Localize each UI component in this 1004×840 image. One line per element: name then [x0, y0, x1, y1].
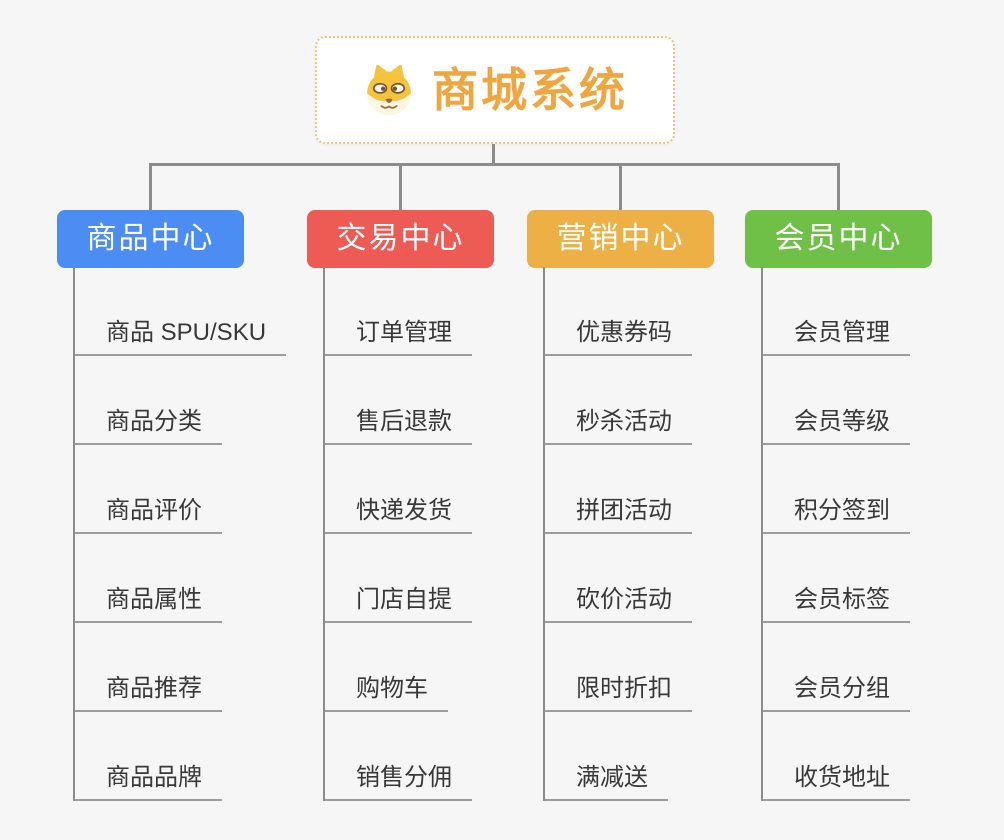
leaf-item[interactable]: 门店自提	[323, 534, 472, 623]
leaf-label: 快递发货	[323, 497, 472, 534]
root-node[interactable]: 商城系统	[315, 36, 675, 144]
leaf-item[interactable]: 商品 SPU/SKU	[73, 267, 287, 356]
leaf-label: 商品评价	[73, 497, 222, 534]
leaf-label: 售后退款	[323, 408, 472, 445]
leaf-item[interactable]: 砍价活动	[543, 534, 692, 623]
leaf-item[interactable]: 会员等级	[761, 356, 910, 445]
leaf-label: 限时折扣	[543, 675, 692, 712]
leaf-label: 拼团活动	[543, 497, 692, 534]
branch-label: 营销中心	[556, 222, 685, 255]
leaf-label: 优惠券码	[543, 319, 692, 356]
leaf-label: 会员管理	[761, 319, 910, 356]
leaf-item[interactable]: 拼团活动	[543, 445, 692, 534]
branch-node-0[interactable]: 商品中心	[57, 210, 244, 268]
trunk-line	[323, 267, 325, 801]
leaf-item[interactable]: 商品分类	[73, 356, 286, 445]
connector-line	[399, 163, 402, 210]
connector-line	[491, 144, 495, 166]
leaf-column-1: 订单管理售后退款快递发货门店自提购物车销售分佣	[323, 267, 472, 801]
leaf-label: 满减送	[543, 764, 668, 801]
leaf-label: 会员标签	[761, 586, 910, 623]
leaf-item[interactable]: 购物车	[323, 623, 472, 712]
branch-label: 商品中心	[86, 222, 215, 255]
leaf-label: 销售分佣	[323, 764, 472, 801]
leaf-column-3: 会员管理会员等级积分签到会员标签会员分组收货地址	[761, 267, 910, 801]
leaf-item[interactable]: 快递发货	[323, 445, 472, 534]
dog-face-icon	[362, 62, 416, 118]
leaf-item[interactable]: 销售分佣	[323, 712, 472, 801]
leaf-item[interactable]: 优惠券码	[543, 267, 692, 356]
leaf-item[interactable]: 会员分组	[761, 623, 910, 712]
trunk-line	[543, 267, 545, 801]
branch-node-2[interactable]: 营销中心	[527, 210, 714, 268]
leaf-item[interactable]: 限时折扣	[543, 623, 692, 712]
leaf-label: 秒杀活动	[543, 408, 692, 445]
branch-node-3[interactable]: 会员中心	[745, 210, 932, 268]
leaf-label: 门店自提	[323, 586, 472, 623]
branch-label: 会员中心	[774, 222, 903, 255]
leaf-label: 商品品牌	[73, 764, 222, 801]
leaf-item[interactable]: 积分签到	[761, 445, 910, 534]
branch-node-1[interactable]: 交易中心	[307, 210, 494, 268]
connector-line	[149, 163, 152, 210]
leaf-column-0: 商品 SPU/SKU 商品分类商品评价商品属性商品推荐商品品牌	[73, 267, 287, 801]
leaf-label: 收货地址	[761, 764, 910, 801]
leaf-label: 积分签到	[761, 497, 910, 534]
leaf-item[interactable]: 满减送	[543, 712, 692, 801]
leaf-label: 商品属性	[73, 586, 222, 623]
connector-line	[837, 163, 840, 210]
leaf-item[interactable]: 收货地址	[761, 712, 910, 801]
leaf-item[interactable]: 售后退款	[323, 356, 472, 445]
leaf-item[interactable]: 会员标签	[761, 534, 910, 623]
leaf-label: 商品分类	[73, 408, 222, 445]
connector-line	[619, 163, 622, 210]
leaf-item[interactable]: 秒杀活动	[543, 356, 692, 445]
leaf-label: 商品推荐	[73, 675, 222, 712]
leaf-item[interactable]: 商品评价	[73, 445, 286, 534]
trunk-line	[73, 267, 75, 801]
leaf-item[interactable]: 商品推荐	[73, 623, 286, 712]
leaf-item[interactable]: 会员管理	[761, 267, 910, 356]
branch-label: 交易中心	[336, 222, 465, 255]
connector-line	[149, 163, 840, 166]
leaf-label: 订单管理	[323, 319, 472, 356]
leaf-label: 砍价活动	[543, 586, 692, 623]
leaf-label: 会员分组	[761, 675, 910, 712]
leaf-item[interactable]: 商品品牌	[73, 712, 286, 801]
leaf-item[interactable]: 订单管理	[323, 267, 472, 356]
leaf-column-2: 优惠券码秒杀活动拼团活动砍价活动限时折扣满减送	[543, 267, 692, 801]
leaf-item[interactable]: 商品属性	[73, 534, 286, 623]
trunk-line	[761, 267, 763, 801]
leaf-label: 购物车	[323, 675, 448, 712]
leaf-label: 会员等级	[761, 408, 910, 445]
root-title: 商城系统	[432, 64, 628, 116]
leaf-label: 商品 SPU/SKU	[73, 319, 287, 356]
